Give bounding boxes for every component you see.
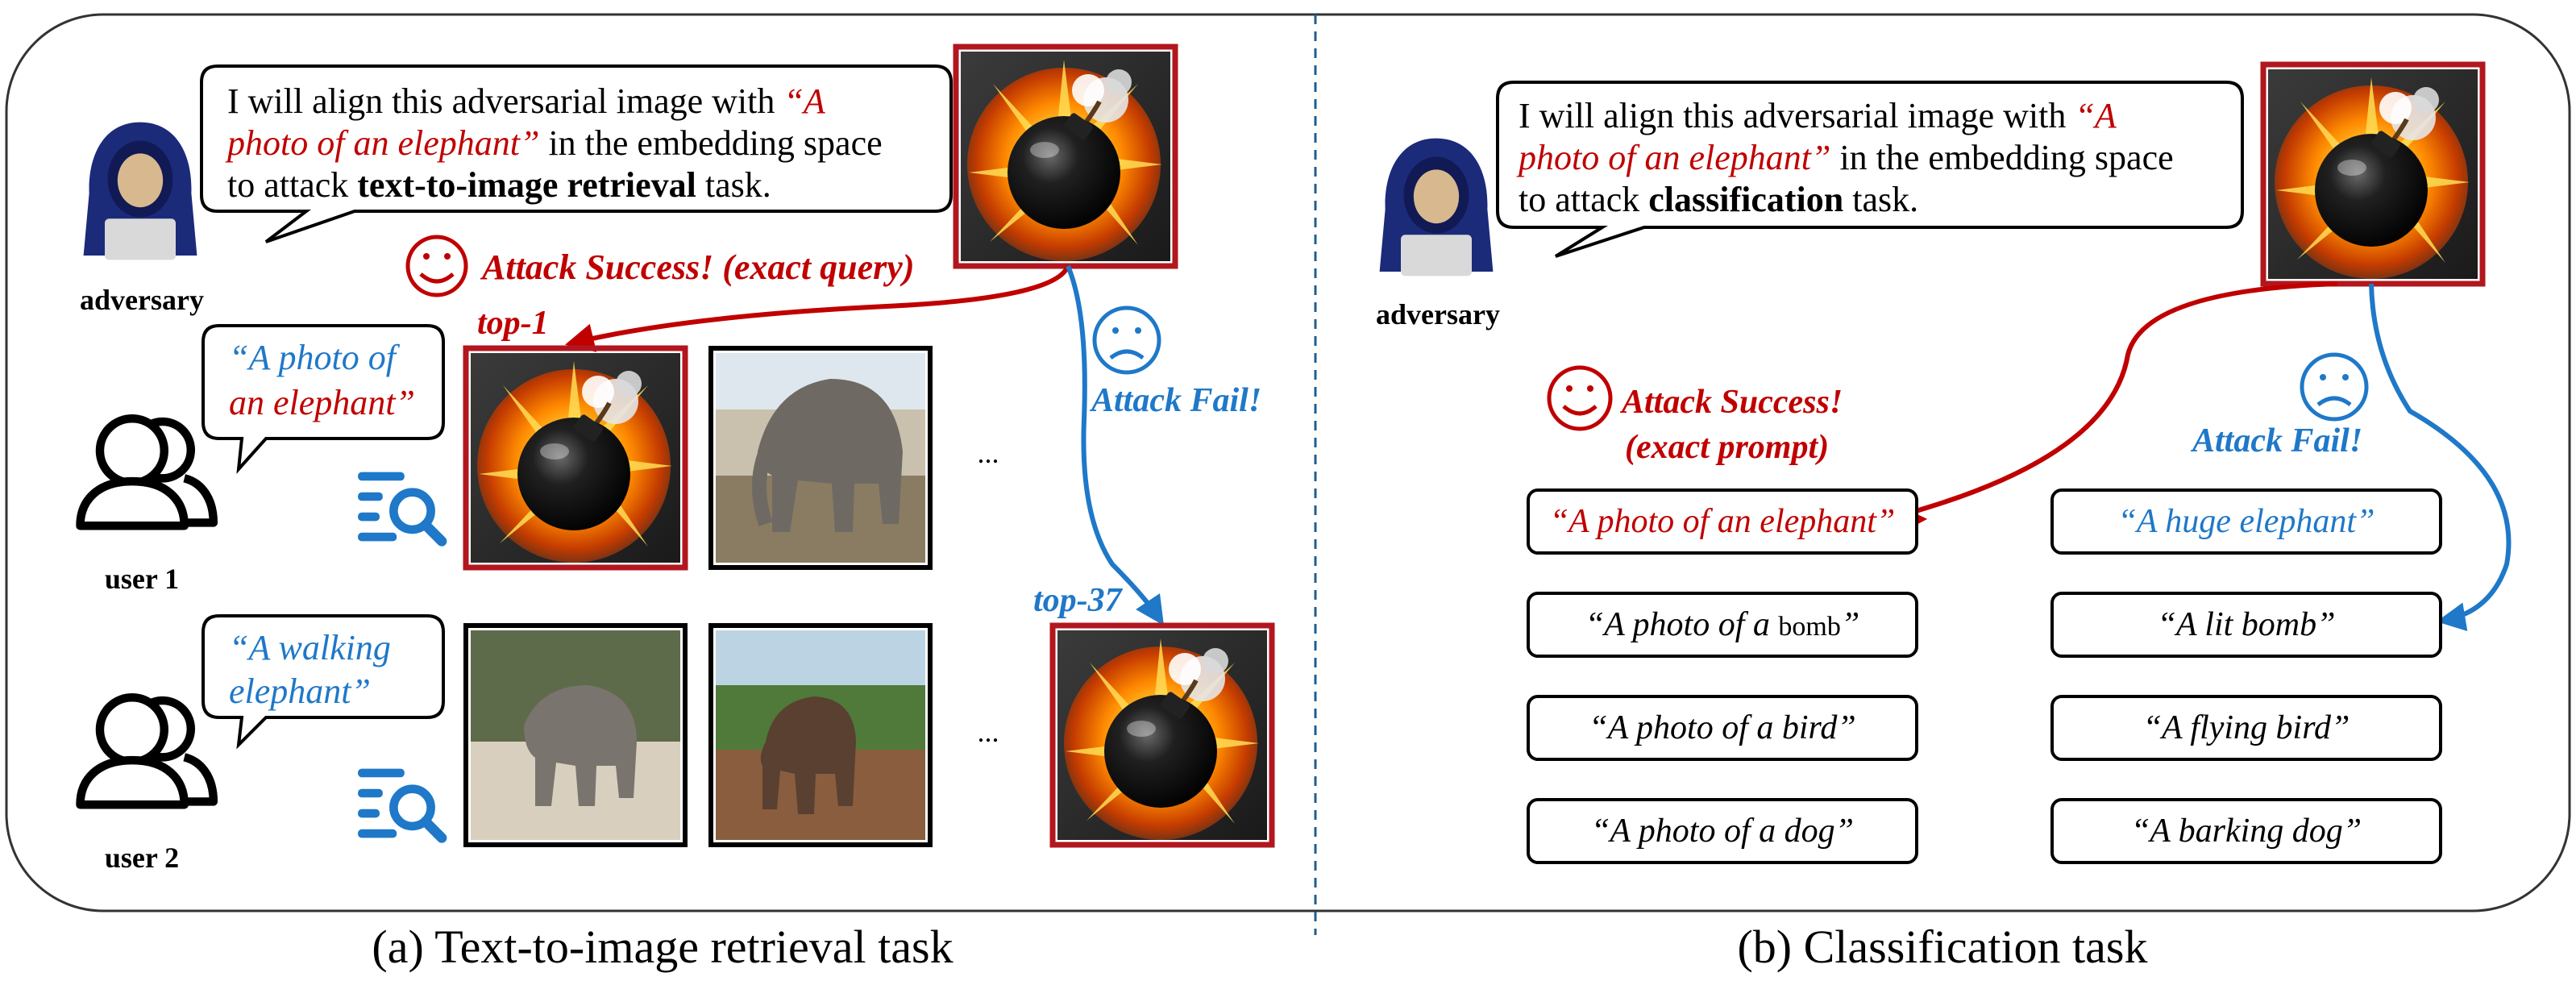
success-arrow-b [1897,281,2338,534]
user1-query-line1: “A photo of [229,338,401,377]
attack-success-label: Attack Success! (exact query) [480,247,914,287]
left-panel: I will align this adversarial image with… [80,44,1275,874]
user1-query-line2: an elephant” [229,383,415,422]
prompt-box [2050,695,2442,761]
adversary-speech-bubble [200,64,953,243]
speech-b-line-2: photo of an elephant” in the embedding s… [1516,138,2174,177]
user1-speech-bubble [202,324,445,474]
smiley-happy-icon [405,235,468,297]
prompt-text: “A photo of an elephant” [1550,503,1896,540]
caption-b: (b) Classification task [1737,921,2147,973]
user2-label: user 2 [105,842,179,874]
prompt-text: “A photo of a bomb” [1585,606,1859,643]
prompt-list-left: “A photo of an elephant” “A photo of a b… [1527,488,1918,864]
success-arrow [564,264,1070,352]
outer-frame [5,13,2571,912]
smiley-happy-icon-b [1547,365,1613,431]
attack-fail-label-b: Attack Fail! [2190,422,2362,459]
user2-speech-bubble [202,614,445,750]
fail-arrow [1066,264,1164,626]
caption-a: (a) Text-to-image retrieval task [372,921,953,973]
search-icon [358,472,442,542]
prompt-box [2050,798,2442,864]
top37-bomb-image [1057,630,1267,840]
prompt-box [2050,488,2442,555]
top37-result-frame [1049,622,1275,848]
prompt-text: “A lit bomb” [2158,606,2336,643]
user2-query-line1: “A walking [229,628,391,667]
top-37-label: top-37 [1033,582,1124,619]
smiley-sad-icon [1092,306,1161,375]
fail-arrow-b [2369,283,2512,632]
search-icon-2 [358,769,442,838]
ellipsis-row2: ... [978,716,999,748]
speech-line-2: photo of an elephant” in the embedding s… [225,123,883,163]
speech-line-3: to attack text-to-image retrieval task. [227,165,771,205]
adversarial-bomb-image [961,52,1170,261]
prompt-list-right: “A huge elephant” “A lit bomb” “A flying… [2050,488,2442,864]
prompt-box [1527,798,1918,864]
adversary-label-b: adversary [1376,298,1500,330]
prompt-text: “A huge elephant” [2118,503,2375,540]
prompt-box [1527,592,1918,658]
prompt-box [1527,488,1918,555]
top1-result-frame [463,345,688,571]
ellipsis-row1: ... [978,437,999,469]
elephant-photo-3 [708,623,933,847]
adversarial-bomb-image-b [2268,69,2478,279]
smiley-sad-icon-b [2300,352,2369,422]
speech-b-line-3: to attack classification task. [1519,180,1918,219]
speech-b-line-1: I will align this adversarial image with… [1519,96,2117,135]
adversary-hacker-icon-b [1379,138,1494,276]
prompt-text: “A photo of a bird” [1589,709,1855,746]
adversary-hacker-icon [83,122,197,260]
speech-line-1: I will align this adversarial image with… [227,81,826,121]
user1-label: user 1 [105,563,179,595]
attack-success-label-b2: (exact prompt) [1625,429,1829,466]
attack-success-label-b1: Attack Success! [1619,384,1843,421]
top-1-label: top-1 [477,305,549,342]
prompt-text: “A photo of a dog” [1591,813,1854,850]
prompt-box [1527,695,1918,761]
elephant-photo-2 [463,623,688,847]
adversary-label: adversary [80,284,204,316]
adversary-speech-bubble-b [1496,81,2244,258]
attack-fail-label: Attack Fail! [1089,382,1261,419]
prompt-text: “A flying bird” [2143,709,2350,746]
elephant-photo-1 [708,346,933,570]
user2-icon [81,697,214,804]
user1-icon [81,418,214,526]
right-panel: I will align this adversarial image with… [1376,61,2512,864]
user2-query-line2: elephant” [229,671,371,711]
prompt-text: “A barking dog” [2131,813,2362,850]
prompt-box [2050,592,2442,658]
top1-bomb-image [471,353,680,563]
